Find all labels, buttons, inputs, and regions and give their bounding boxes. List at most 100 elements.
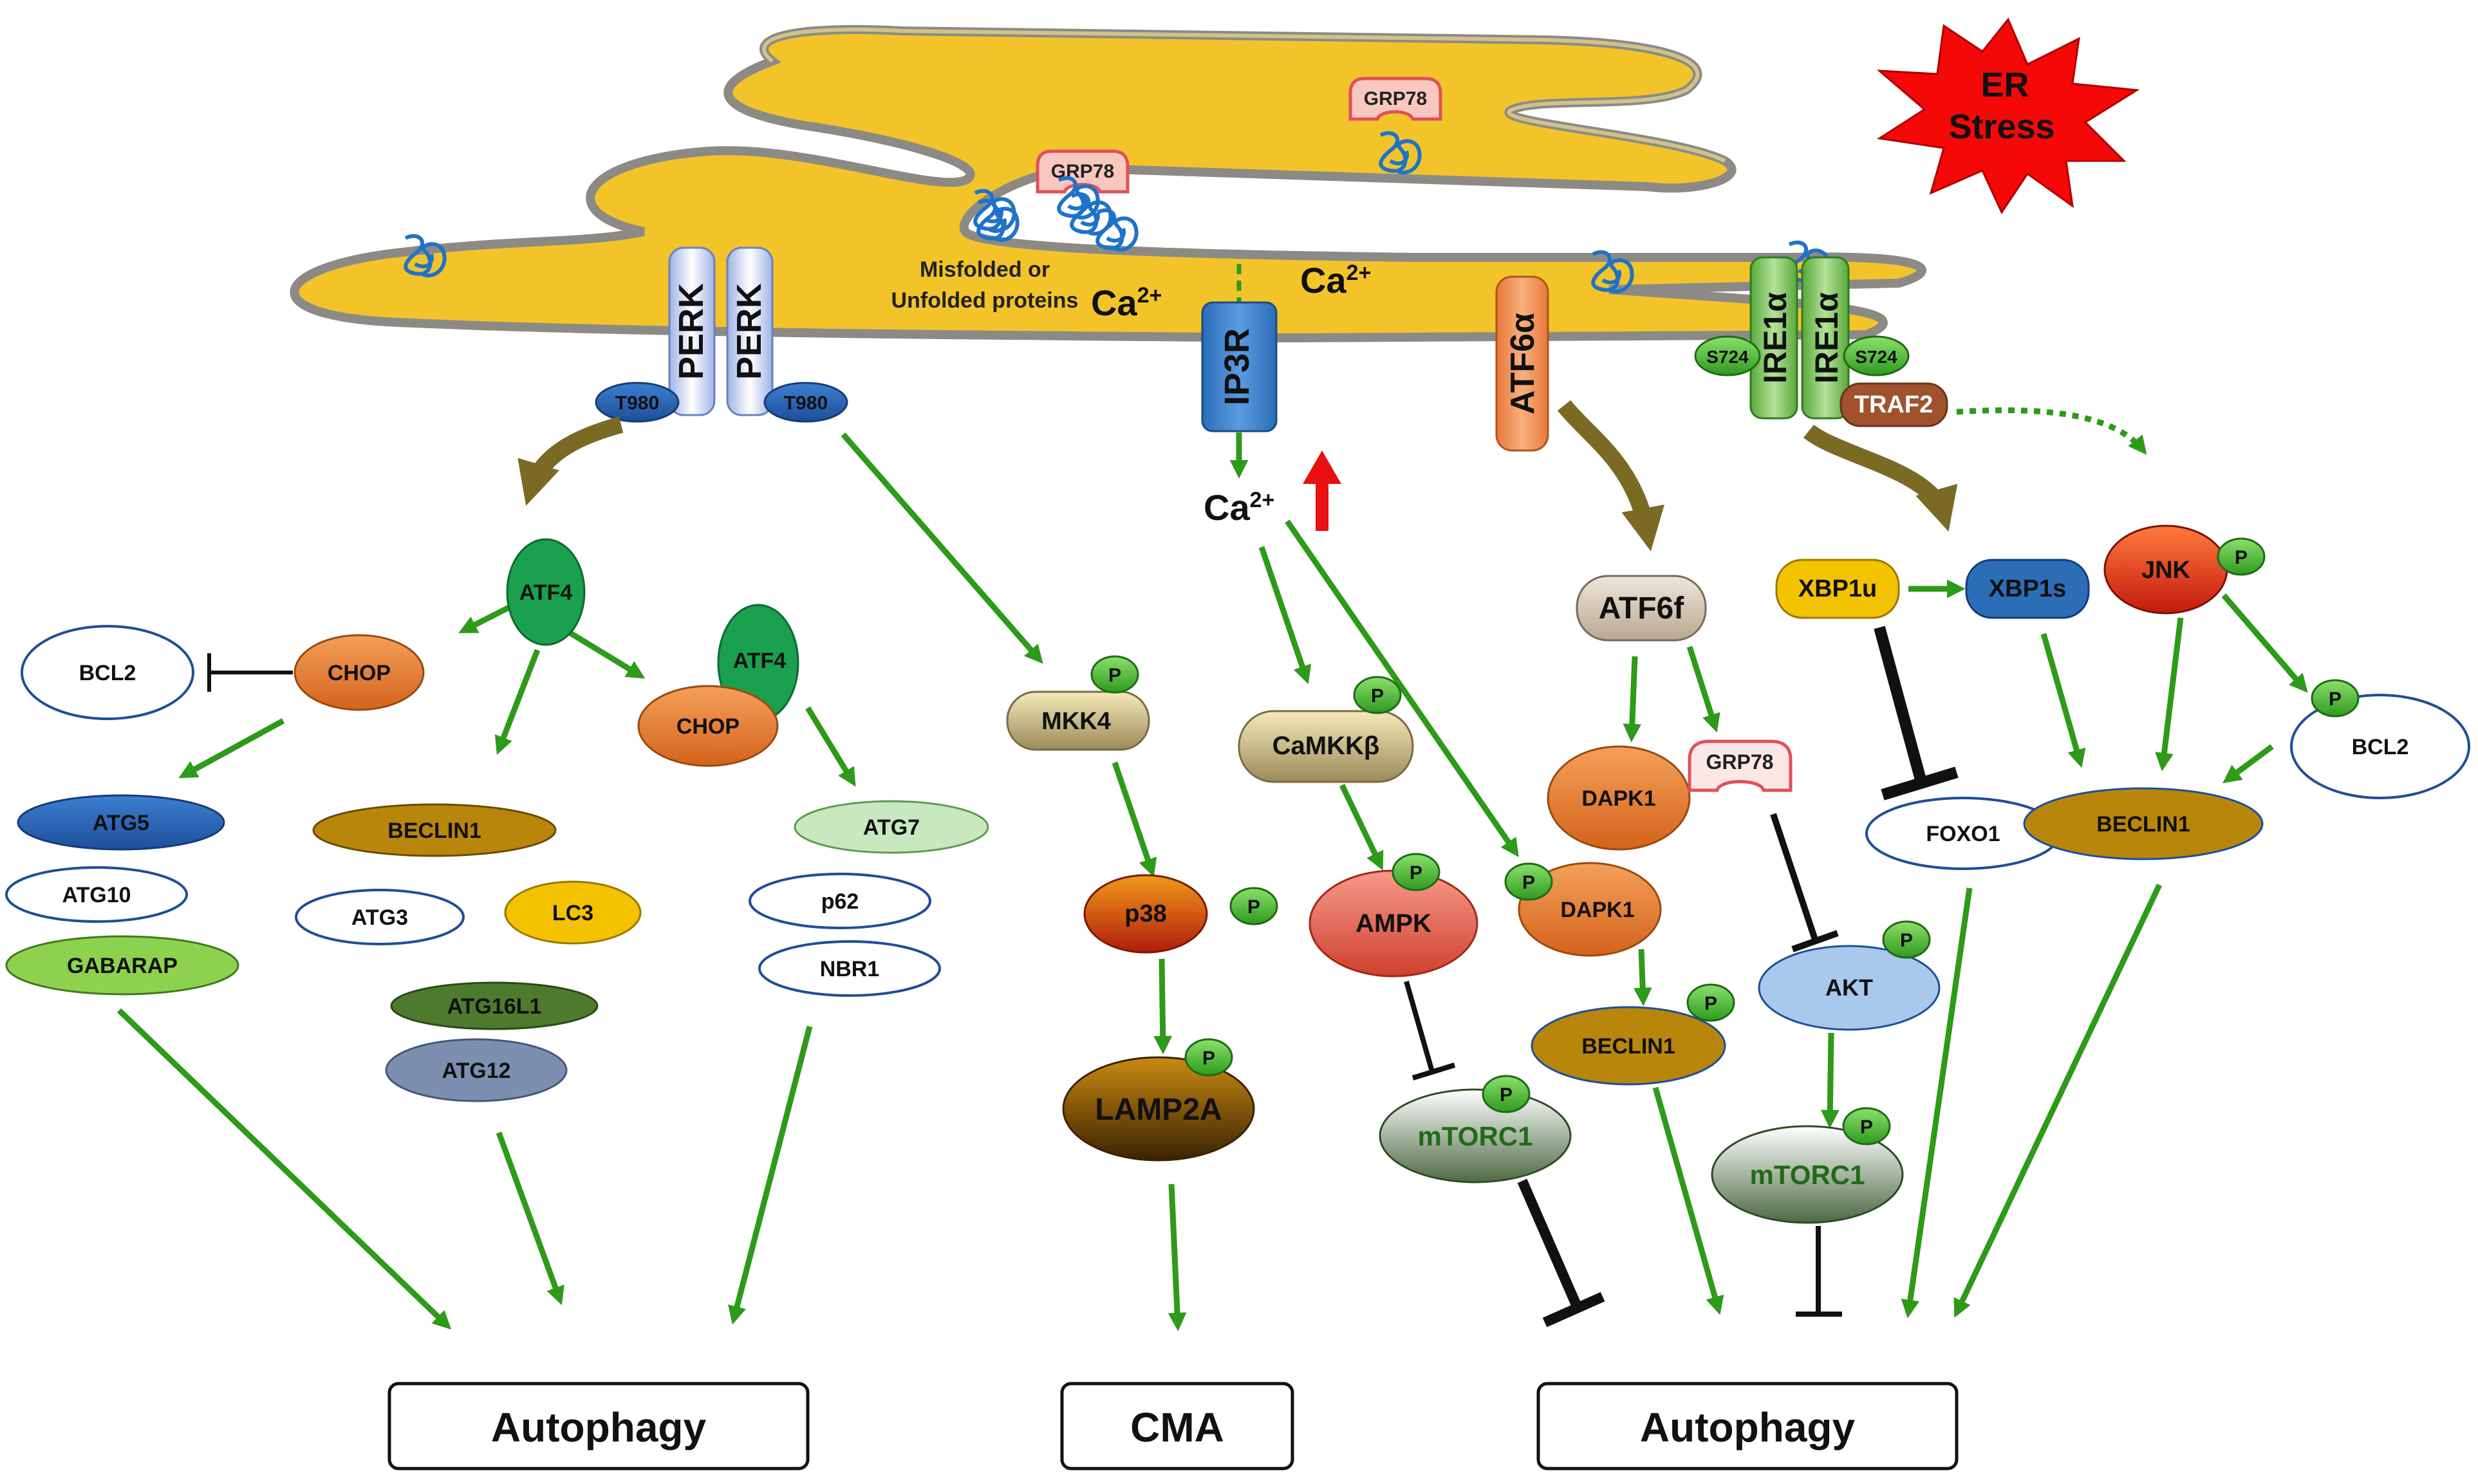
chop-left-label: CHOP	[328, 661, 391, 685]
traf2-badge	[1840, 382, 1948, 427]
s724-left-label: S724	[1706, 347, 1749, 367]
green-arrows	[116, 407, 2308, 1331]
akt-label: AKT	[1825, 974, 1873, 1001]
chop-in-complex	[637, 685, 779, 767]
phospho-tag-label: P	[1410, 862, 1422, 884]
atf6a-to-atf6f-arrow	[1557, 400, 1664, 552]
atf4-to-beclin-arrow	[494, 649, 541, 756]
dapk1-lower-node: DAPK1	[1518, 862, 1662, 957]
autophagy-right-box: Autophagy	[1536, 1382, 1959, 1470]
atf6a-label: ATF6α	[1504, 313, 1542, 414]
phospho-tag: P	[2217, 537, 2266, 576]
ire1a-label-left: IRE1α	[1757, 292, 1793, 384]
chop-complex-label: CHOP	[676, 714, 740, 739]
atg-right-to-autophagy-arrow	[728, 1025, 813, 1325]
er-calcium-label-1: Ca2+	[1091, 283, 1162, 323]
atg12-label: ATG12	[442, 1059, 510, 1083]
nbr1-label: NBR1	[820, 957, 880, 981]
ip3r-channel: IP3R	[1201, 264, 1278, 432]
ire1a-right	[1801, 256, 1850, 420]
atf4-complex-label: ATF4	[733, 649, 787, 673]
ampk-node: AMPK	[1309, 869, 1478, 978]
dapk1-lower-label: DAPK1	[1560, 898, 1634, 922]
lamp2a-node: LAMP2A	[1062, 1056, 1255, 1162]
grp78-inhibits-akt	[1770, 813, 1839, 952]
er-stress-label-1: ER	[1980, 66, 2029, 104]
dapk1-upper-label: DAPK1	[1581, 786, 1655, 811]
phospho-tag-label: P	[1371, 685, 1384, 707]
grp78-lower-node: GRP78	[1688, 739, 1793, 792]
misfolded-protein-icon	[976, 198, 1020, 243]
er-stress-label-2: Stress	[1948, 107, 2054, 146]
nbr1-node: NBR1	[758, 940, 941, 997]
xbp1s-to-beclin1-arrow	[2040, 633, 2086, 768]
xbp1s-label: XBP1s	[1989, 575, 2066, 602]
bcl2-right-label: BCL2	[2352, 735, 2409, 759]
beclin1-mid-node: BECLIN1	[1531, 1006, 1726, 1086]
atg10-label: ATG10	[62, 883, 131, 907]
phospho-tag-label: P	[1500, 1084, 1513, 1106]
akt-to-mtorc1-arrow	[1820, 1032, 1840, 1129]
xbp1u-inhibits-foxo1	[1874, 626, 1959, 801]
misfolded-protein-icon	[404, 234, 447, 278]
phospho-tag: P	[1504, 862, 1553, 901]
t980-left-label: T980	[615, 393, 659, 414]
p62-node: p62	[749, 873, 931, 929]
phospho-tag: P	[1392, 853, 1440, 891]
chop-inhibits-bcl2	[207, 653, 293, 692]
phospho-tag-label: P	[2235, 547, 2248, 568]
lc3-node: LC3	[504, 880, 642, 945]
ampk-label: AMPK	[1355, 909, 1431, 938]
autophagy-left-box: Autophagy	[387, 1382, 810, 1470]
atg3-label: ATG3	[351, 905, 408, 930]
phospho-tag: P	[1184, 1038, 1233, 1077]
gabarap-node: GABARAP	[5, 935, 239, 996]
atg5-node: ATG5	[17, 794, 225, 851]
perk-label-left: PERK	[672, 283, 711, 380]
camkkb-label: CaMKKβ	[1272, 732, 1380, 760]
lc3-label: LC3	[552, 901, 593, 925]
s724-right-badge	[1843, 335, 1910, 376]
atf6f-to-grp78-arrow	[1686, 645, 1720, 733]
mkk4-to-p38-arrow	[1112, 761, 1157, 878]
chop-to-atg5-arrow	[178, 718, 285, 779]
misfolded-protein-icon	[1070, 192, 1113, 236]
foxo1-label: FOXO1	[1926, 822, 2000, 846]
beclin1-left-node: BECLIN1	[312, 803, 557, 857]
ampk-inhibits-mtorc1	[1404, 980, 1456, 1081]
atg12-node: ATG12	[385, 1038, 568, 1102]
jnk-to-beclin1-arrow	[2155, 617, 2184, 772]
jnk-to-bcl2-arrow	[2221, 593, 2308, 693]
atg16l1-label: ATG16L1	[447, 994, 542, 1019]
ire1a-dimer: IRE1α IRE1α S724 S724 TRAF2	[1694, 256, 1948, 427]
phospho-tag: P	[1353, 676, 1402, 714]
p38-node: p38	[1083, 874, 1208, 954]
perk-left	[668, 246, 716, 416]
lamp2a-to-cma-arrow	[1168, 1183, 1187, 1331]
calcium-increase-arrow-icon	[1303, 450, 1341, 531]
autophagy-left-label: Autophagy	[491, 1404, 707, 1451]
cma-box: CMA	[1060, 1382, 1294, 1470]
camkkb-node: CaMKKβ	[1238, 710, 1414, 783]
ca-to-camkkb-arrow	[1258, 546, 1312, 685]
xbp1u-node: XBP1u	[1775, 559, 1900, 619]
phospho-tag-label: P	[1108, 665, 1121, 686]
dapk1-upper-node: DAPK1	[1547, 745, 1691, 851]
perk-dimer: PERK PERK T980 T980	[595, 246, 848, 423]
phospho-tag-label: P	[2329, 689, 2342, 710]
atg10-node: ATG10	[5, 866, 188, 923]
t980-right-label: T980	[784, 393, 828, 414]
beclin1-left-label: BECLIN1	[387, 819, 481, 843]
xbp1s-node: XBP1s	[1965, 559, 2090, 619]
phospho-tag: P	[1686, 983, 1735, 1022]
cma-label: CMA	[1130, 1404, 1224, 1451]
s724-right-label: S724	[1855, 347, 1897, 367]
atf4-to-chop-atf4-arrow	[564, 628, 646, 679]
bcl2-right-node: BCL2	[2290, 694, 2470, 799]
beclin1-mid-label: BECLIN1	[1581, 1034, 1675, 1059]
phospho-tag-label: P	[1860, 1117, 1873, 1138]
er-stress-burst: ER Stress	[1876, 17, 2140, 215]
